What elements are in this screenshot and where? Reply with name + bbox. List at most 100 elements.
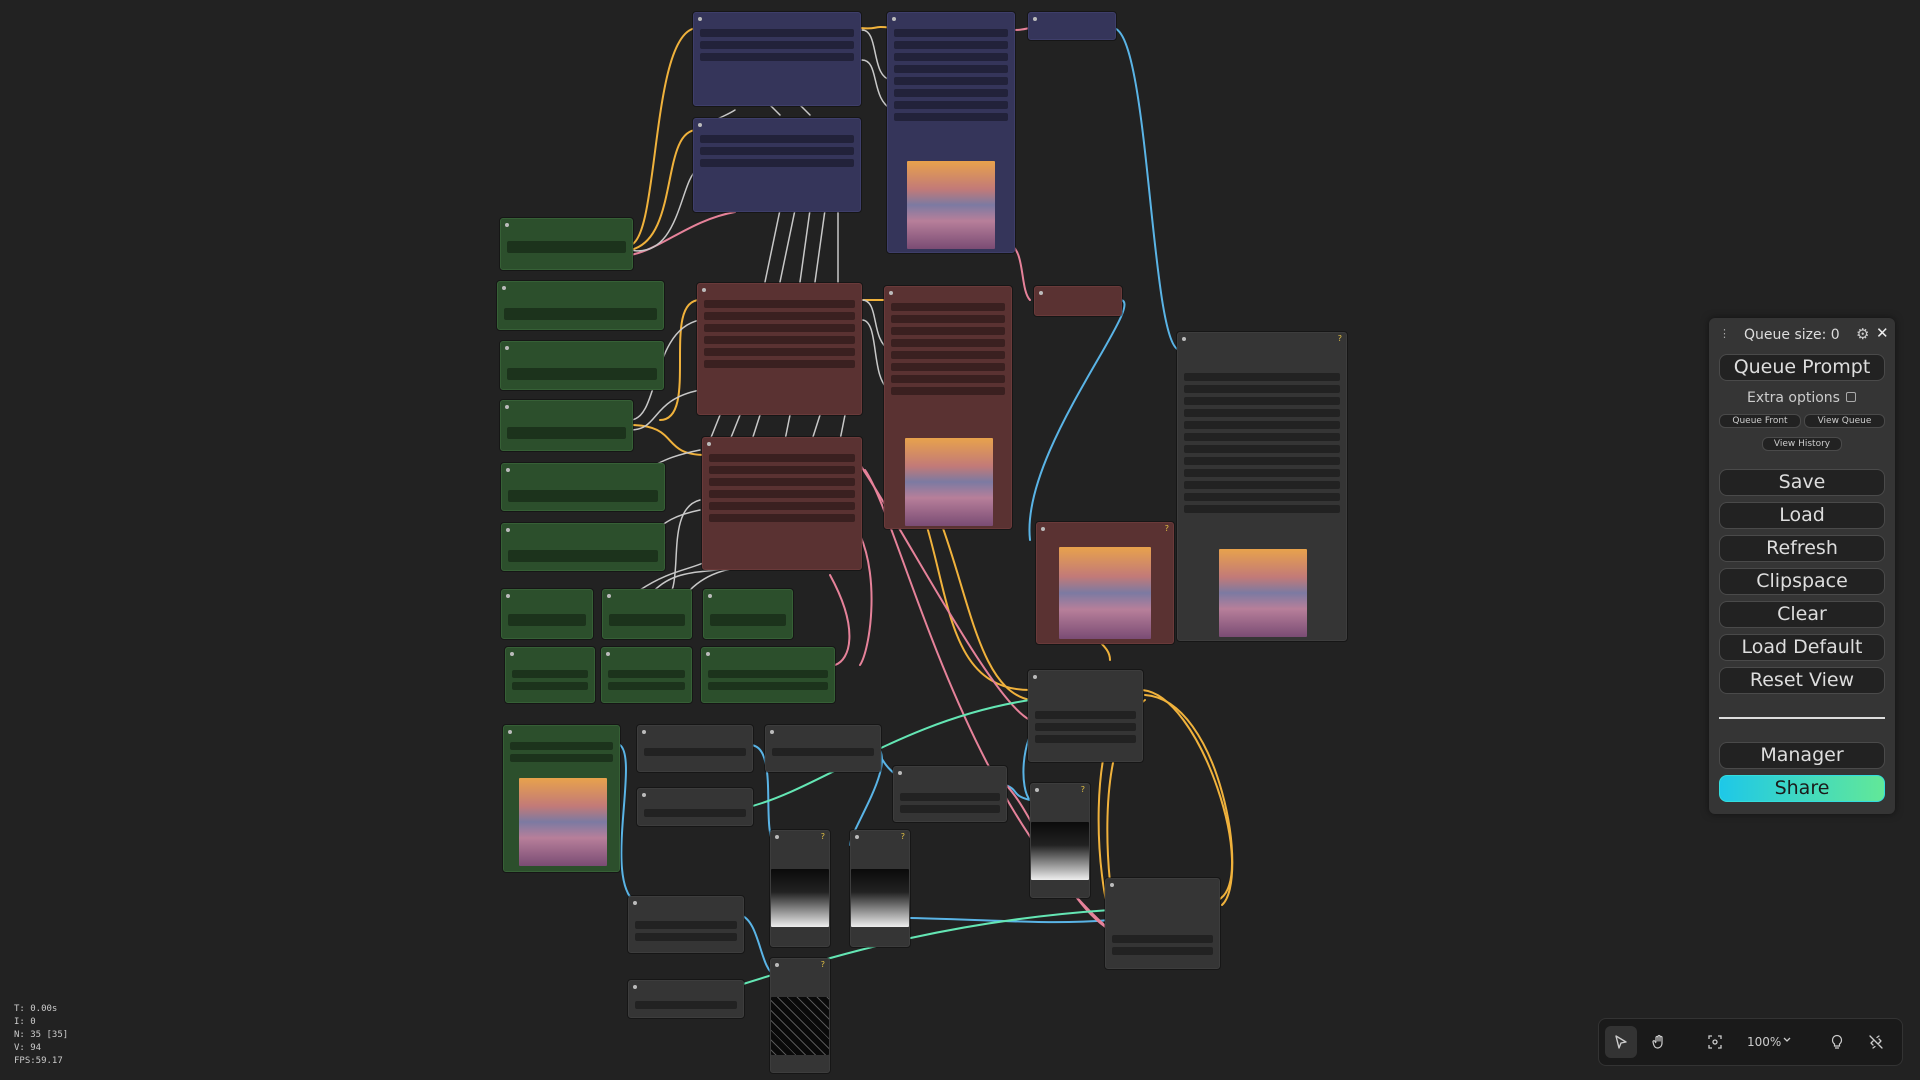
node-collapse-dot[interactable] [508, 730, 512, 734]
node-edge-preview[interactable]: ? [770, 958, 830, 1073]
node-blue-2[interactable] [693, 118, 861, 212]
node-blue-1[interactable] [693, 12, 861, 106]
link-off-icon[interactable] [1860, 1026, 1892, 1058]
help-icon[interactable]: ? [1080, 785, 1085, 794]
share-button[interactable]: Share [1719, 775, 1885, 802]
node-green-3[interactable] [500, 341, 664, 390]
node-collapse-dot[interactable] [607, 594, 611, 598]
node-gray-b[interactable] [765, 725, 881, 772]
node-green-preview[interactable] [503, 725, 620, 872]
node-gray-a[interactable] [637, 725, 753, 772]
node-gray-e[interactable] [1028, 670, 1143, 762]
node-green-12[interactable] [701, 647, 835, 703]
node-collapse-dot[interactable] [1182, 337, 1186, 341]
node-collapse-dot[interactable] [505, 346, 509, 350]
node-green-8[interactable] [602, 589, 692, 639]
node-collapse-dot[interactable] [642, 793, 646, 797]
node-collapse-dot[interactable] [506, 594, 510, 598]
node-red-preview[interactable] [884, 286, 1012, 529]
pointer-icon[interactable] [1605, 1026, 1637, 1058]
node-collapse-dot[interactable] [898, 771, 902, 775]
node-red-2[interactable] [702, 437, 862, 570]
queue-prompt-button[interactable]: Queue Prompt [1719, 354, 1885, 381]
node-collapse-dot[interactable] [702, 288, 706, 292]
lightbulb-icon[interactable] [1821, 1026, 1853, 1058]
clipspace-button[interactable]: Clipspace [1719, 568, 1885, 595]
help-icon[interactable]: ? [1164, 524, 1169, 533]
node-green-9[interactable] [703, 589, 793, 639]
node-collapse-dot[interactable] [633, 985, 637, 989]
node-green-7[interactable] [501, 589, 593, 639]
node-collapse-dot[interactable] [698, 123, 702, 127]
view-queue-button[interactable]: View Queue [1804, 414, 1885, 428]
node-collapse-dot[interactable] [633, 901, 637, 905]
node-collapse-dot[interactable] [506, 468, 510, 472]
node-collapse-dot[interactable] [606, 652, 610, 656]
node-collapse-dot[interactable] [706, 652, 710, 656]
node-red-1[interactable] [697, 283, 862, 415]
hand-icon[interactable] [1643, 1026, 1675, 1058]
node-collapse-dot[interactable] [1033, 17, 1037, 21]
help-icon[interactable]: ? [820, 832, 825, 841]
node-gray-g[interactable] [628, 896, 744, 953]
node-green-6[interactable] [501, 523, 665, 571]
node-red-small[interactable] [1034, 286, 1122, 316]
node-collapse-dot[interactable] [775, 963, 779, 967]
refresh-button[interactable]: Refresh [1719, 535, 1885, 562]
node-green-2[interactable] [497, 281, 664, 330]
node-green-4[interactable] [500, 400, 633, 451]
view-history-button[interactable]: View History [1762, 437, 1842, 451]
node-blue-preview[interactable] [887, 12, 1015, 253]
node-collapse-dot[interactable] [1033, 675, 1037, 679]
help-icon[interactable]: ? [820, 960, 825, 969]
save-button[interactable]: Save [1719, 469, 1885, 496]
node-collapse-dot[interactable] [1110, 883, 1114, 887]
node-collapse-dot[interactable] [1041, 527, 1045, 531]
queue-front-button[interactable]: Queue Front [1719, 414, 1801, 428]
node-gray-large[interactable]: ? [1177, 332, 1347, 641]
node-gray-c[interactable] [637, 788, 753, 826]
grip-icon[interactable]: ⋮ [1719, 327, 1730, 340]
load-default-button[interactable]: Load Default [1719, 634, 1885, 661]
node-collapse-dot[interactable] [1035, 788, 1039, 792]
zoom-level[interactable]: 100% [1747, 1035, 1782, 1049]
node-green-1[interactable] [500, 218, 633, 270]
node-collapse-dot[interactable] [502, 286, 506, 290]
gear-icon[interactable]: ⚙ [1856, 325, 1870, 343]
node-gray-f[interactable] [1105, 878, 1220, 969]
manager-button[interactable]: Manager [1719, 742, 1885, 769]
node-green-11[interactable] [601, 647, 692, 703]
reset-view-button[interactable]: Reset View [1719, 667, 1885, 694]
node-collapse-dot[interactable] [505, 405, 509, 409]
node-collapse-dot[interactable] [506, 528, 510, 532]
fit-view-icon[interactable] [1699, 1026, 1731, 1058]
node-collapse-dot[interactable] [855, 835, 859, 839]
node-collapse-dot[interactable] [707, 442, 711, 446]
node-mask-3[interactable]: ? [1030, 783, 1090, 898]
node-collapse-dot[interactable] [510, 652, 514, 656]
node-collapse-dot[interactable] [708, 594, 712, 598]
help-icon[interactable]: ? [900, 832, 905, 841]
node-red-preview-2[interactable]: ? [1036, 522, 1174, 644]
node-gray-h[interactable] [628, 980, 744, 1018]
node-collapse-dot[interactable] [642, 730, 646, 734]
node-green-5[interactable] [501, 463, 665, 511]
extra-options-checkbox[interactable] [1846, 392, 1856, 402]
node-mask-2[interactable]: ? [850, 830, 910, 947]
node-collapse-dot[interactable] [1039, 291, 1043, 295]
help-icon[interactable]: ? [1337, 334, 1342, 343]
close-icon[interactable]: ✕ [1876, 324, 1889, 342]
node-collapse-dot[interactable] [889, 291, 893, 295]
node-gray-d[interactable] [893, 766, 1007, 822]
node-collapse-dot[interactable] [775, 835, 779, 839]
node-collapse-dot[interactable] [698, 17, 702, 21]
clear-button[interactable]: Clear [1719, 601, 1885, 628]
node-collapse-dot[interactable] [770, 730, 774, 734]
node-collapse-dot[interactable] [505, 223, 509, 227]
chevron-down-icon[interactable] [1782, 1032, 1792, 1052]
load-button[interactable]: Load [1719, 502, 1885, 529]
node-blue-small[interactable] [1028, 12, 1116, 40]
node-green-10[interactable] [505, 647, 595, 703]
node-mask-1[interactable]: ? [770, 830, 830, 947]
